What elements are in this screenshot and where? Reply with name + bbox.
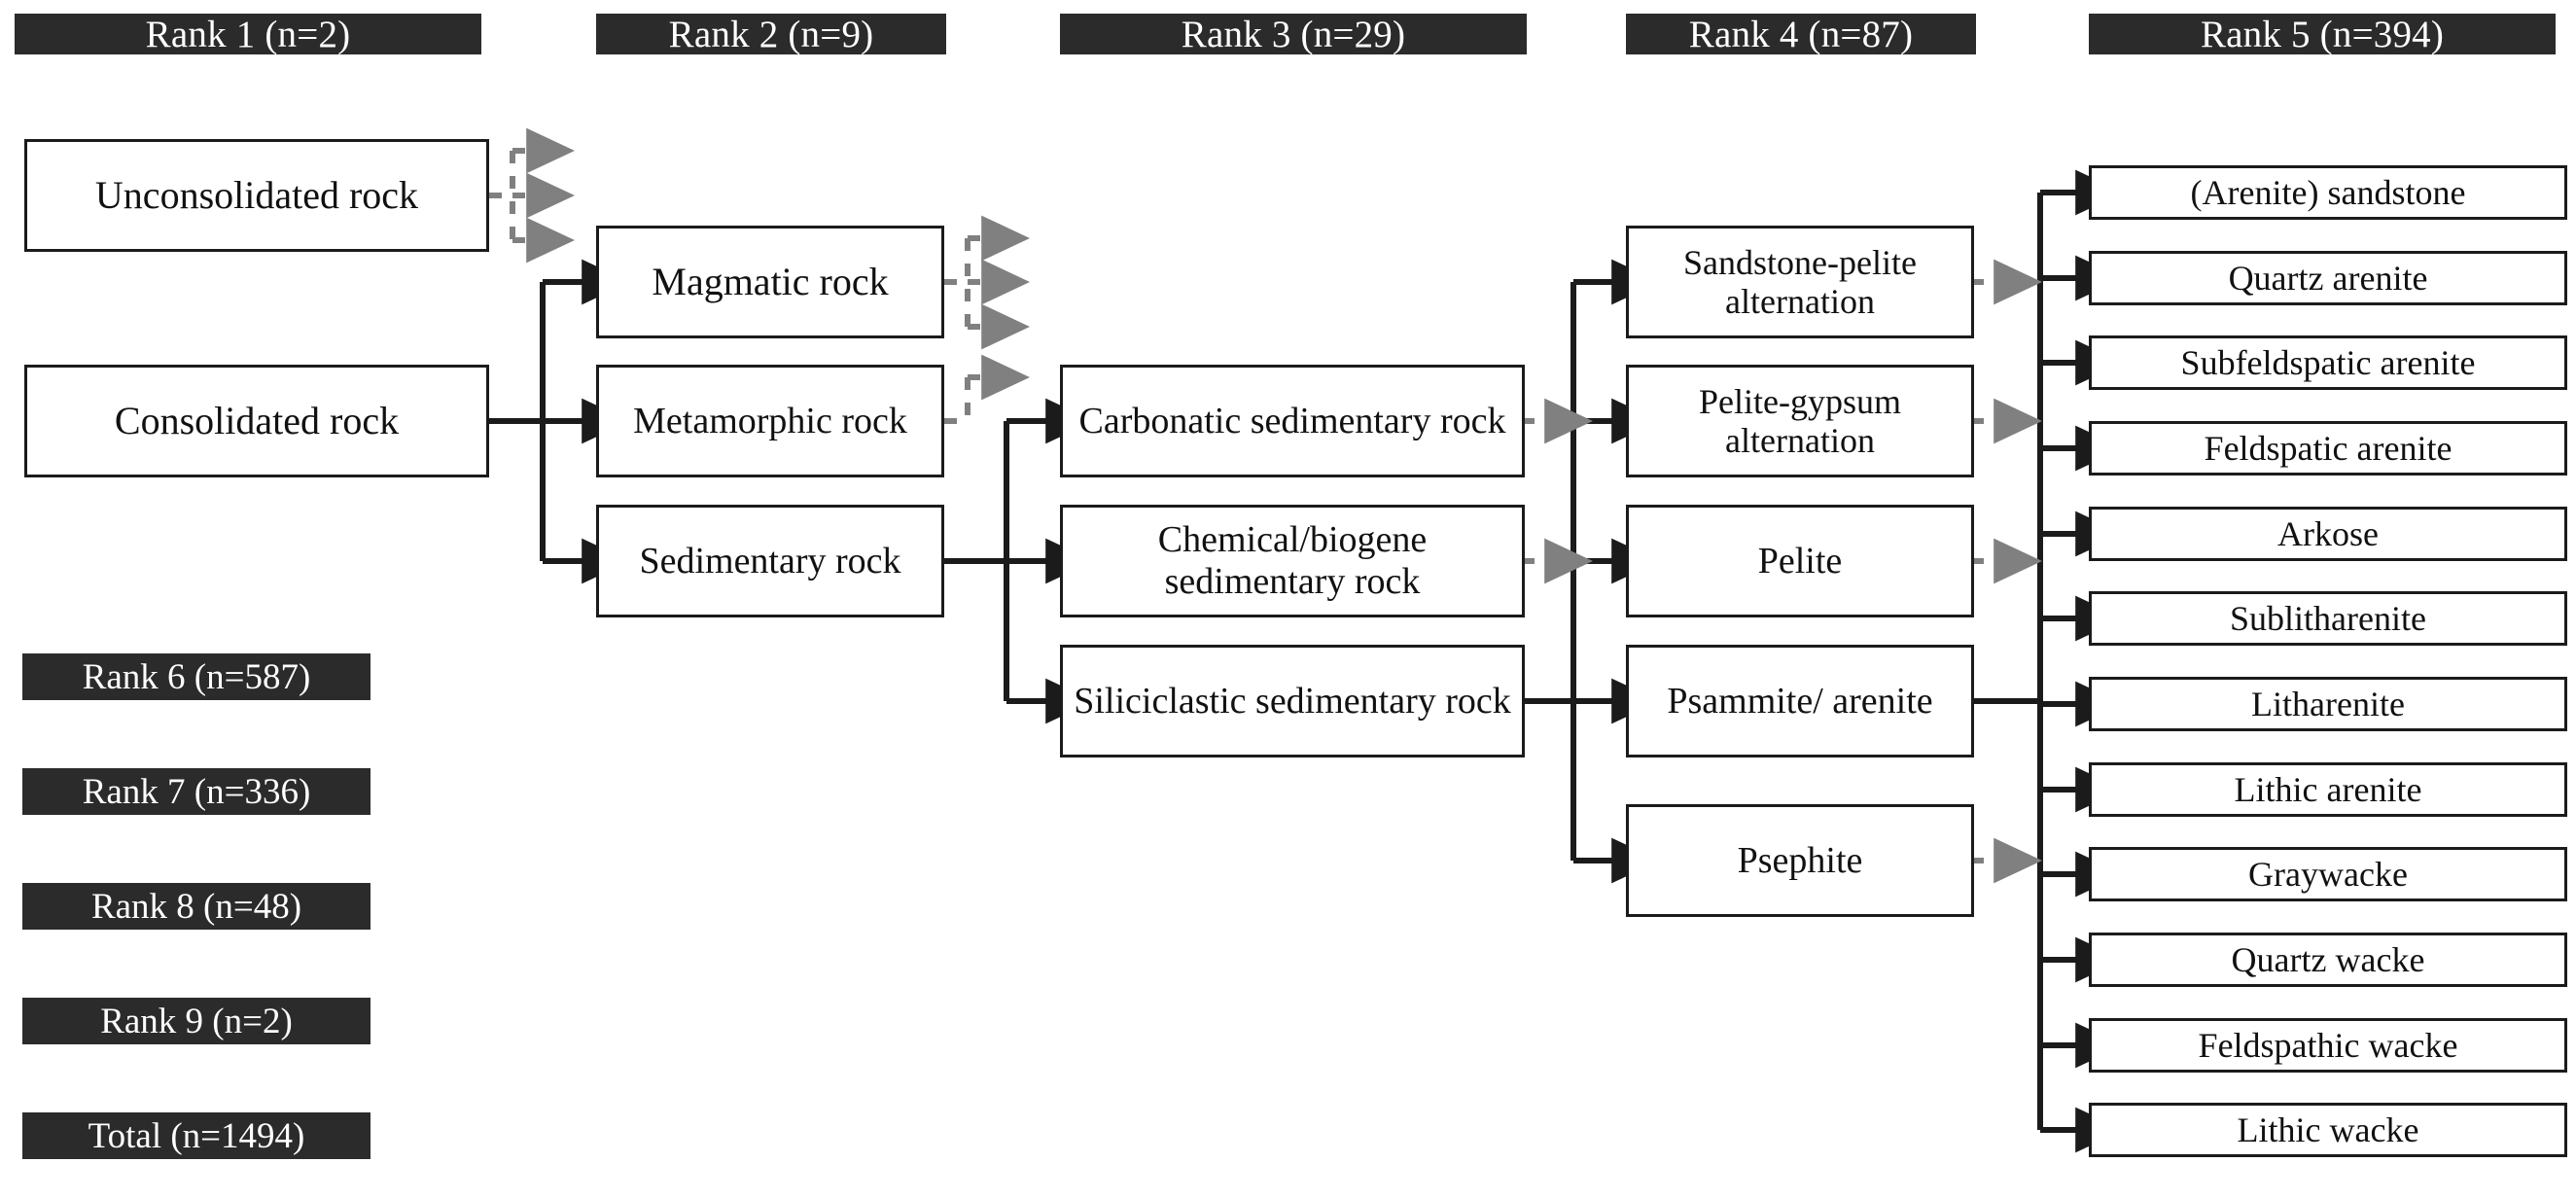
legend-total: Total (n=1494) xyxy=(22,1112,371,1159)
node-sedimentary-rock[interactable]: Sedimentary rock xyxy=(596,505,944,617)
node-label: Pelite-gypsum alternation xyxy=(1699,381,1901,460)
node-feldspatic-arenite[interactable]: Feldspatic arenite xyxy=(2089,421,2567,476)
node-subfeldspatic-arenite[interactable]: Subfeldspatic arenite xyxy=(2089,335,2567,390)
node-label: Sandstone-pelite alternation xyxy=(1683,242,1917,321)
node-magmatic-rock[interactable]: Magmatic rock xyxy=(596,226,944,338)
node-quartz-arenite[interactable]: Quartz arenite xyxy=(2089,251,2567,305)
node-label: Feldspatic arenite xyxy=(2204,428,2452,468)
node-lithic-arenite[interactable]: Lithic arenite xyxy=(2089,762,2567,817)
rank-header-label: Rank 1 (n=2) xyxy=(145,13,351,55)
rank-header-label: Rank 2 (n=9) xyxy=(668,13,874,55)
node-carbonatic-sedimentary-rock[interactable]: Carbonatic sedimentary rock xyxy=(1060,365,1525,477)
node-label: Lithic wacke xyxy=(2237,1110,2419,1149)
node-chemical-biogene-sedimentary-rock[interactable]: Chemical/biogene sedimentary rock xyxy=(1060,505,1525,617)
node-arenite-sandstone[interactable]: (Arenite) sandstone xyxy=(2089,165,2567,220)
node-label: Feldspathic wacke xyxy=(2198,1025,2458,1065)
node-sublitharenite[interactable]: Sublitharenite xyxy=(2089,591,2567,646)
node-label: Subfeldspatic arenite xyxy=(2180,342,2476,382)
node-pelite-gypsum-alternation[interactable]: Pelite-gypsum alternation xyxy=(1626,365,1974,477)
legend-label: Rank 6 (n=587) xyxy=(82,656,311,697)
node-label: Arkose xyxy=(2277,513,2379,553)
node-metamorphic-rock[interactable]: Metamorphic rock xyxy=(596,365,944,477)
node-label: Quartz wacke xyxy=(2231,939,2425,979)
node-label: Graywacke xyxy=(2248,854,2408,894)
node-label: Magmatic rock xyxy=(652,259,889,303)
node-label: Siliciclastic sedimentary rock xyxy=(1074,680,1511,722)
node-pelite[interactable]: Pelite xyxy=(1626,505,1974,617)
rank-header-2: Rank 2 (n=9) xyxy=(596,14,946,54)
node-label: Unconsolidated rock xyxy=(94,172,419,217)
node-label: Sublitharenite xyxy=(2230,598,2426,638)
rank-header-4: Rank 4 (n=87) xyxy=(1626,14,1976,54)
node-label: Pelite xyxy=(1757,540,1843,581)
node-label: Psammite/ arenite xyxy=(1667,680,1933,722)
rank-header-5: Rank 5 (n=394) xyxy=(2089,14,2556,54)
rank-header-label: Rank 3 (n=29) xyxy=(1181,13,1406,55)
legend-label: Rank 7 (n=336) xyxy=(82,771,311,812)
legend-label: Total (n=1494) xyxy=(88,1115,305,1156)
node-label: Metamorphic rock xyxy=(633,400,907,441)
node-label: Carbonatic sedimentary rock xyxy=(1078,400,1506,441)
node-label: Litharenite xyxy=(2251,684,2405,723)
node-consolidated-rock[interactable]: Consolidated rock xyxy=(24,365,489,477)
node-psammite-arenite[interactable]: Psammite/ arenite xyxy=(1626,645,1974,758)
node-unconsolidated-rock[interactable]: Unconsolidated rock xyxy=(24,139,489,252)
node-psephite[interactable]: Psephite xyxy=(1626,804,1974,917)
node-label: Chemical/biogene sedimentary rock xyxy=(1157,519,1428,602)
node-arkose[interactable]: Arkose xyxy=(2089,507,2567,561)
node-feldspathic-wacke[interactable]: Feldspathic wacke xyxy=(2089,1018,2567,1073)
node-siliciclastic-sedimentary-rock[interactable]: Siliciclastic sedimentary rock xyxy=(1060,645,1525,758)
legend-label: Rank 8 (n=48) xyxy=(90,886,302,927)
node-label: Psephite xyxy=(1737,839,1863,881)
node-graywacke[interactable]: Graywacke xyxy=(2089,847,2567,901)
node-label: Consolidated rock xyxy=(114,398,400,442)
node-label: (Arenite) sandstone xyxy=(2190,172,2466,212)
legend-rank-6: Rank 6 (n=587) xyxy=(22,653,371,700)
node-litharenite[interactable]: Litharenite xyxy=(2089,677,2567,731)
node-label: Sedimentary rock xyxy=(639,540,901,581)
legend-label: Rank 9 (n=2) xyxy=(100,1001,293,1041)
legend-rank-9: Rank 9 (n=2) xyxy=(22,998,371,1044)
rank-header-1: Rank 1 (n=2) xyxy=(15,14,481,54)
legend-rank-8: Rank 8 (n=48) xyxy=(22,883,371,930)
rank-header-label: Rank 4 (n=87) xyxy=(1688,13,1914,55)
node-label: Lithic arenite xyxy=(2234,769,2422,809)
legend-rank-7: Rank 7 (n=336) xyxy=(22,768,371,815)
node-lithic-wacke[interactable]: Lithic wacke xyxy=(2089,1103,2567,1157)
node-quartz-wacke[interactable]: Quartz wacke xyxy=(2089,933,2567,987)
node-sandstone-pelite-alternation[interactable]: Sandstone-pelite alternation xyxy=(1626,226,1974,338)
rank-header-3: Rank 3 (n=29) xyxy=(1060,14,1527,54)
node-label: Quartz arenite xyxy=(2228,258,2428,298)
rank-header-label: Rank 5 (n=394) xyxy=(2200,13,2445,55)
